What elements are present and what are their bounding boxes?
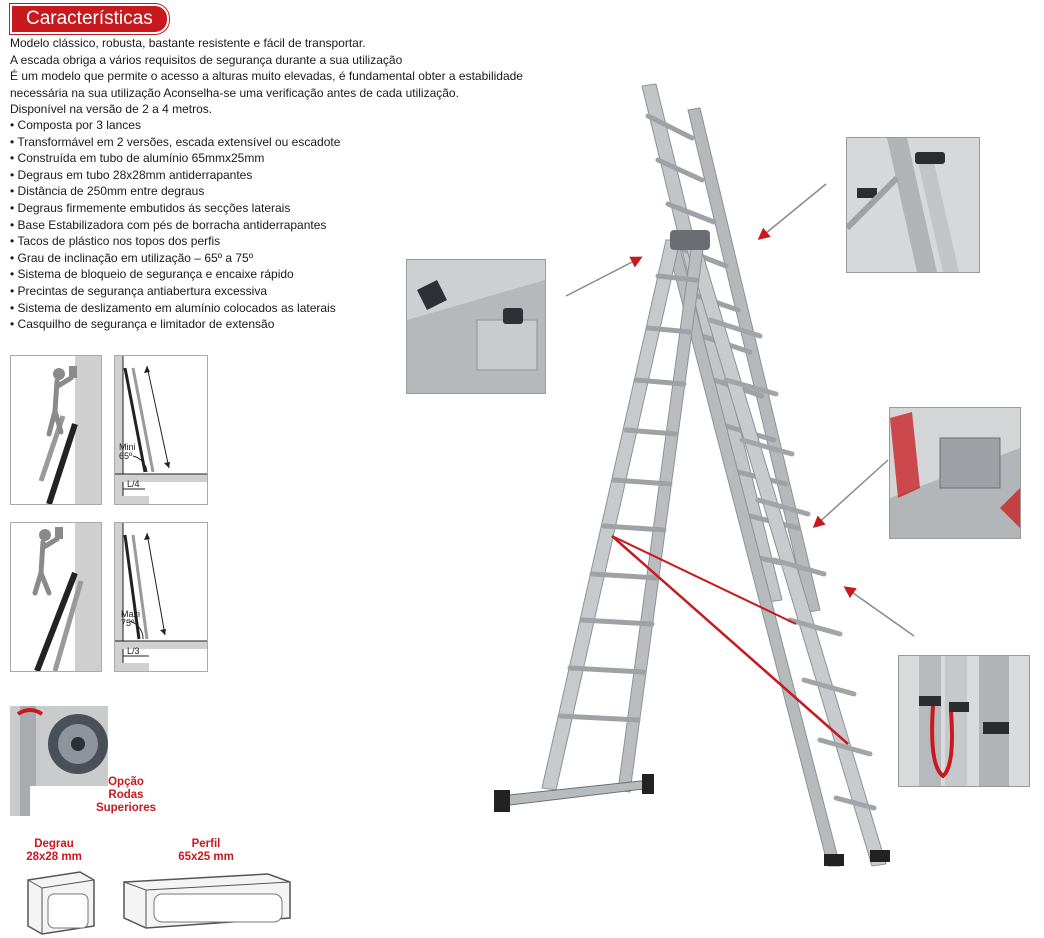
usage-illustration-maxi	[10, 522, 102, 673]
wheel-option-photo	[10, 706, 108, 816]
ladder-angle-diagram	[115, 523, 207, 671]
step-cross-section-icon	[27, 871, 95, 935]
feature-item: Distância de 250mm entre degraus	[10, 183, 430, 200]
feature-item: Tacos de plástico nos topos dos perfis	[10, 233, 430, 250]
detail-photo-left	[406, 259, 546, 394]
maxi-angle: 75º	[121, 618, 135, 628]
intro-line: necessária na sua utilização Aconselha-s…	[10, 85, 459, 100]
feature-item: Degraus em tubo 28x28mm antiderrapantes	[10, 167, 430, 184]
rail-title: Perfil	[191, 838, 221, 850]
mini-label: Mini	[119, 442, 136, 452]
feature-item: Composta por 3 lances	[10, 117, 430, 134]
wheel-label-line: Rodas	[108, 789, 144, 801]
feature-item: Grau de inclinação em utilização – 65º a…	[10, 250, 430, 267]
wheel-label-line: Superiores	[95, 802, 157, 814]
feature-item: Base Estabilizadora com pés de borracha …	[10, 217, 430, 234]
maxi-label: Maxi	[121, 609, 141, 619]
slide-guide-detail-image	[890, 408, 1020, 538]
feature-item: Sistema de bloqueio de segurança e encai…	[10, 266, 430, 283]
maxi-base-ratio: L/3	[127, 646, 140, 656]
intro-text: Modelo clássico, robusta, bastante resis…	[10, 35, 570, 118]
intro-line: É um modelo que permite o acesso a altur…	[10, 69, 523, 84]
usage-illustration-mini	[10, 355, 102, 505]
feature-item: Precintas de segurança antiabertura exce…	[10, 283, 430, 300]
step-title: Degrau	[34, 838, 74, 850]
feature-list: Composta por 3 lances Transformável em 2…	[10, 117, 430, 333]
hinge-detail-image	[847, 138, 979, 272]
feature-item: Casquilho de segurança e limitador de ex…	[10, 316, 430, 333]
angle-diagram-maxi: Maxi 75º L/3	[114, 522, 208, 672]
step-size: 28x28 mm	[26, 851, 82, 863]
intro-line: A escada obriga a vários requisitos de s…	[10, 52, 403, 67]
mini-base-ratio: L/4	[127, 479, 140, 489]
strap-detail-image	[899, 656, 1029, 786]
section-title: Características	[10, 4, 169, 34]
wheel-icon	[16, 706, 108, 816]
ladder-angle-diagram	[115, 356, 207, 504]
rail-size: 65x25 mm	[178, 851, 234, 863]
detail-photo-bottom-right	[898, 655, 1030, 787]
angle-diagram-mini: Mini 65º L/4	[114, 355, 208, 505]
person-climbing-icon	[38, 356, 101, 505]
intro-line: Disponível na versão de 2 a 4 metros.	[10, 102, 213, 117]
mini-angle: 65º	[119, 451, 133, 461]
feature-item: Degraus firmemente embutidos ás secções …	[10, 200, 430, 217]
feature-item: Sistema de deslizamento em alumínio colo…	[10, 300, 430, 317]
intro-line: Modelo clássico, robusta, bastante resis…	[10, 36, 366, 50]
detail-photo-middle-right	[889, 407, 1021, 539]
lock-detail-image	[407, 260, 545, 393]
wheel-label-line: Opção	[108, 776, 144, 788]
rail-profile-title: Perfil 65x25 mm	[156, 838, 256, 864]
step-profile-title: Degrau 28x28 mm	[14, 838, 94, 864]
ladder-main-image	[494, 83, 890, 867]
feature-item: Transformável em 2 versões, escada exten…	[10, 134, 430, 151]
detail-photo-top-right	[846, 137, 980, 273]
person-climbing-icon	[32, 523, 101, 673]
rail-cross-section-icon	[123, 873, 291, 929]
feature-item: Construída em tubo de alumínio 65mmx25mm	[10, 150, 430, 167]
wheel-option-label: Opção Rodas Superiores	[86, 776, 166, 815]
